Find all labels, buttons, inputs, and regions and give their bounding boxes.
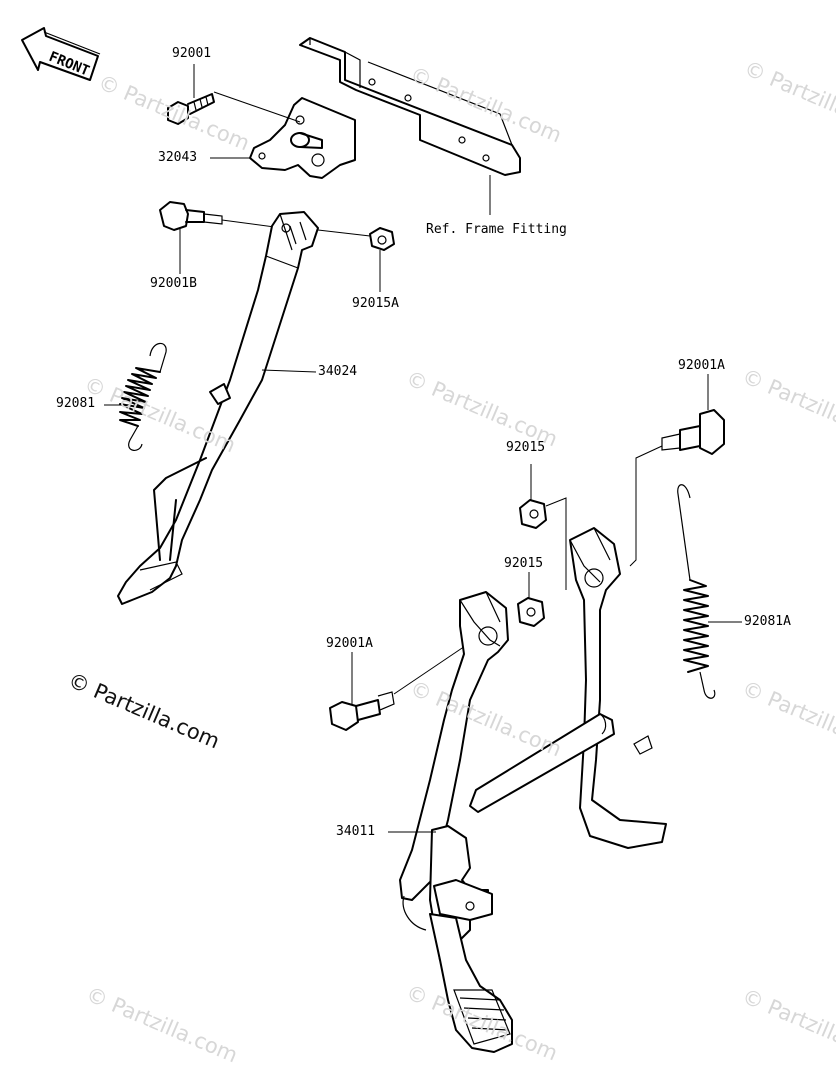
- bolt-92001: [167, 91, 301, 125]
- part-label-92001B: 92001B: [150, 276, 197, 291]
- spring-92081: [119, 342, 167, 451]
- bolt-92001A-left: [329, 639, 475, 731]
- front-arrow-icon: FRONT: [21, 27, 101, 81]
- part-label-92081: 92081: [56, 396, 96, 411]
- bracket-32043: [249, 97, 356, 179]
- part-label-34024: 34024: [318, 364, 358, 379]
- part-label-32043: 32043: [158, 150, 198, 165]
- side-stand-34024: [117, 211, 319, 605]
- front-label: FRONT: [47, 49, 92, 80]
- nut-92015-upper: [519, 497, 567, 590]
- part-label-34011: 34011: [336, 824, 376, 839]
- spring-92081A: [677, 484, 716, 699]
- part-label-92081A: 92081A: [744, 614, 791, 629]
- part-label-92015-upper: 92015: [506, 440, 546, 455]
- reference-frame-fitting-label: Ref. Frame Fitting: [426, 222, 567, 237]
- bolt-92001B: [159, 201, 283, 231]
- leader-lines: [104, 64, 742, 833]
- part-label-92001: 92001: [172, 46, 212, 61]
- part-label-92001A-top: 92001A: [678, 358, 725, 373]
- nut-92015-lower: [517, 597, 545, 627]
- part-label-92015A: 92015A: [352, 296, 399, 311]
- part-label-92001A-left: 92001A: [326, 636, 373, 651]
- main-stand-34011: [399, 527, 667, 1053]
- nut-92015A: [317, 227, 395, 251]
- part-label-92015-lower: 92015: [504, 556, 544, 571]
- frame-fitting: [299, 37, 521, 215]
- bolt-92001A-top: [629, 409, 725, 567]
